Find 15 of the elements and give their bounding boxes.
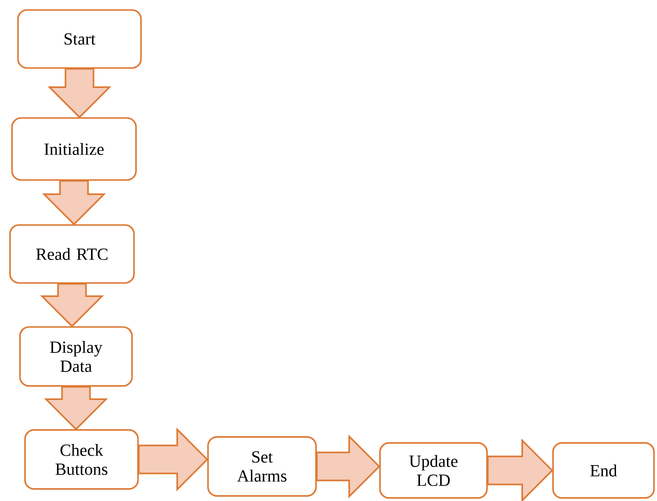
- process-box: Set Alarms: [207, 436, 317, 497]
- process-box: Display Data: [19, 326, 133, 387]
- process-box: Start: [17, 9, 142, 69]
- process-box: End: [552, 442, 655, 499]
- block-arrow: [44, 386, 108, 430]
- block-arrow: [487, 438, 554, 501]
- process-box: Initialize: [11, 117, 137, 181]
- block-arrow: [48, 68, 112, 118]
- block-arrow: [138, 428, 208, 492]
- process-box: Check Buttons: [24, 429, 139, 490]
- process-box: Update LCD: [379, 442, 488, 499]
- block-arrow: [316, 434, 380, 498]
- block-arrow: [40, 283, 104, 328]
- process-box: Read RTC: [9, 224, 135, 284]
- block-arrow: [42, 180, 106, 226]
